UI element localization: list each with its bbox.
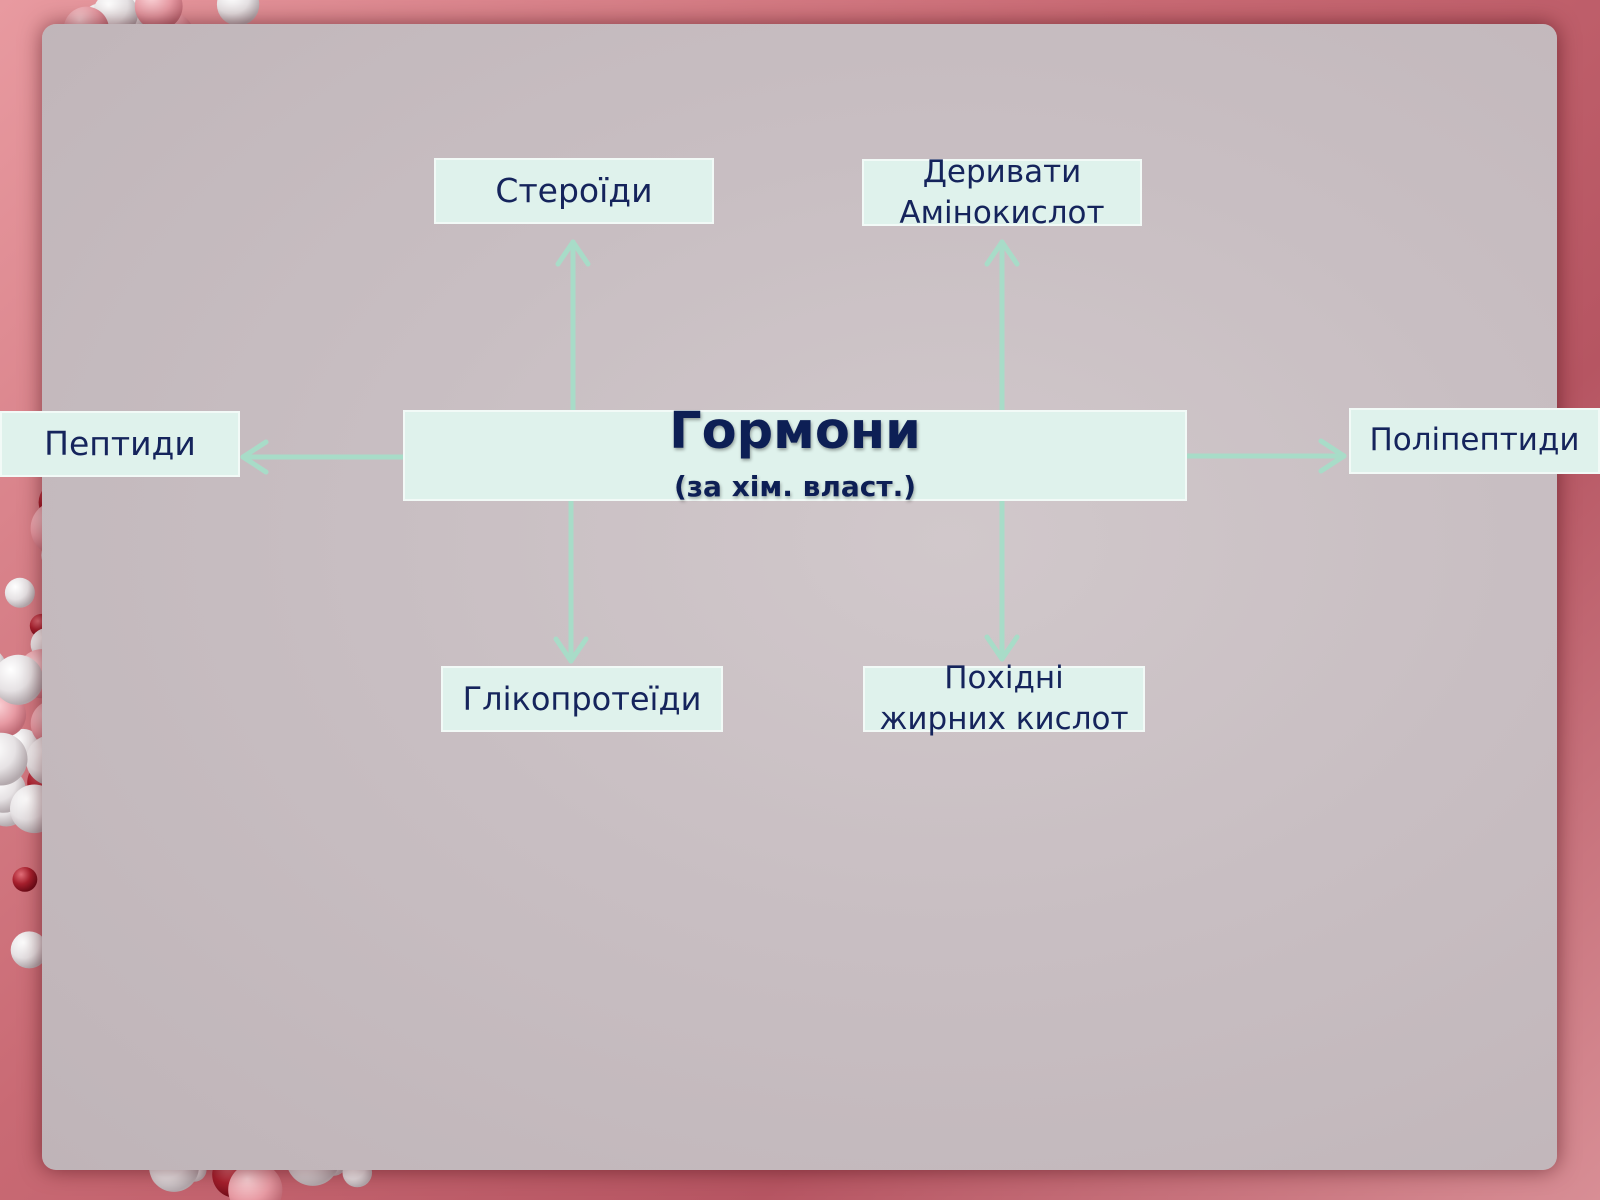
content-panel: [42, 24, 1557, 1170]
molecule-sphere: [134, 0, 183, 30]
molecule-sphere: [0, 732, 28, 786]
node-steroids: Стероїди: [434, 158, 714, 224]
arrow-to-fatty-acid-derivatives: [984, 498, 1020, 662]
arrow-to-glycoproteins: [553, 498, 589, 664]
arrow-to-steroids: [555, 239, 591, 413]
diagram-title: Гормони: [669, 402, 921, 461]
node-polypeptides-label: Поліпептиди: [1369, 422, 1580, 459]
node-fatty-acid-derivatives-line1: Похідні: [944, 660, 1064, 697]
node-glycoproteins: Глікопротеїди: [441, 666, 723, 732]
arrow-to-amino-derivatives: [984, 239, 1020, 413]
node-peptides: Пептиди: [0, 411, 240, 477]
node-polypeptides: Поліпептиди: [1349, 408, 1600, 474]
molecule-sphere: [0, 654, 44, 705]
center-box: [403, 410, 1187, 501]
node-peptides-label: Пептиди: [44, 423, 196, 463]
molecule-sphere: [4, 577, 35, 608]
node-amino-derivatives: Деривати Амінокислот: [862, 154, 1142, 231]
node-fatty-acid-derivatives-line2: жирних кислот: [879, 701, 1129, 737]
molecule-sphere: [228, 1162, 283, 1200]
arrow-to-peptides: [240, 439, 406, 475]
molecule-sphere: [12, 867, 38, 892]
node-glycoproteins-label: Глікопротеїди: [462, 679, 702, 718]
node-amino-derivatives-line2: Амінокислот: [899, 194, 1105, 231]
arrow-to-polypeptides: [1184, 438, 1347, 474]
node-fatty-acid-derivatives: Похідні жирних кислот: [863, 660, 1145, 737]
diagram-subtitle: (за хім. власт.): [673, 470, 917, 503]
molecule-sphere: [10, 931, 48, 969]
node-steroids-label: Стероїди: [495, 170, 653, 210]
node-amino-derivatives-line1: Деривати: [922, 153, 1082, 190]
molecule-sphere: [216, 0, 260, 26]
